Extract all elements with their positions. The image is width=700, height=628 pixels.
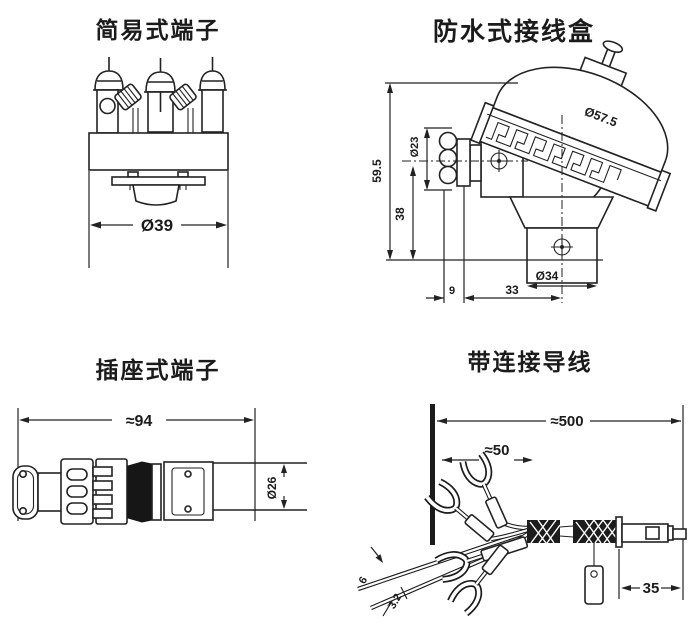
wire-clamp-left <box>114 83 142 111</box>
coupling-nut-ribbed <box>60 458 94 525</box>
dim-label-595: 59.5 <box>370 159 384 183</box>
fork-terminal-1 <box>459 451 508 529</box>
terminal-post-right <box>198 57 227 133</box>
wall-line <box>430 404 435 545</box>
dimension-9-33: 9 33 <box>426 186 561 303</box>
dim-label-33: 33 <box>505 283 519 297</box>
terminal-hole <box>99 97 116 115</box>
connector-under-flange <box>111 171 206 206</box>
end-plug <box>615 516 687 548</box>
terminal-post-left <box>93 57 125 134</box>
dim-label-38: 38 <box>393 207 407 221</box>
dim-label-50: ≈50 <box>485 442 510 459</box>
wire-clamp-right <box>169 83 197 111</box>
dim-label-6: 6 <box>357 575 370 586</box>
fork-terminal-4 <box>447 544 509 617</box>
panel-title: 带连接导线 <box>468 349 593 375</box>
terminal-post-middle <box>144 58 177 133</box>
rubber-boot <box>127 461 153 523</box>
dimension-d26: Ø26 <box>265 464 287 509</box>
dim-label-d34: Ø34 <box>536 269 559 283</box>
dimension-38: 38 <box>393 166 416 260</box>
plug-flange <box>615 516 623 548</box>
coupling-nut-castellated <box>92 458 128 525</box>
dim-label-9: 9 <box>449 285 455 297</box>
socket-body <box>163 461 214 521</box>
dim-label-d26: Ø26 <box>265 476 279 499</box>
cable-gland-balls <box>438 131 458 185</box>
cap-meander-pattern <box>485 121 622 184</box>
panel-title: 简易式端子 <box>96 17 221 43</box>
plug-connector <box>12 458 307 525</box>
dimension-d39: Ø39 <box>88 171 229 268</box>
dim-label-500: ≈500 <box>550 413 583 430</box>
screw-cover-cap: Ø57.5 <box>469 40 672 212</box>
plug-body <box>621 523 669 543</box>
panel-lead-wires: 带连接导线 ≈500 ≈50 <box>357 349 687 617</box>
braided-cable <box>527 519 618 544</box>
panel-simple-terminal: 简易式端子 <box>88 17 229 268</box>
panel-socket-terminal: 插座式端子 ≈94 <box>12 357 307 525</box>
plug-tip <box>672 528 687 540</box>
fork-terminal-2 <box>424 478 495 542</box>
panel-title: 插座式端子 <box>96 357 221 383</box>
dimension-50: ≈50 <box>442 442 533 463</box>
dimension-595: 59.5 <box>370 82 603 261</box>
dimension-d23: Ø23 <box>409 127 452 191</box>
flange-body <box>88 132 229 171</box>
gland-step <box>469 144 482 182</box>
dimension-35: 35 <box>618 549 681 599</box>
plug-window <box>645 526 660 540</box>
connector-shell <box>132 184 180 206</box>
gland-plate <box>456 138 471 187</box>
dimension-500: ≈500 <box>437 413 681 430</box>
dim-label-35: 35 <box>643 580 660 597</box>
cap-dome <box>491 66 669 174</box>
collar-ring <box>151 463 162 521</box>
dimension-d34: Ø34 <box>527 269 597 289</box>
hanging-tag <box>584 543 604 605</box>
dim-label-94: ≈94 <box>126 413 153 430</box>
dim-label-d23: Ø23 <box>409 137 421 158</box>
dim-label-d39: Ø39 <box>141 216 173 235</box>
panel-waterproof-box: 防水式接线盒 <box>370 17 672 303</box>
plug-neck <box>37 472 63 512</box>
panel-title: 防水式接线盒 <box>433 17 595 46</box>
